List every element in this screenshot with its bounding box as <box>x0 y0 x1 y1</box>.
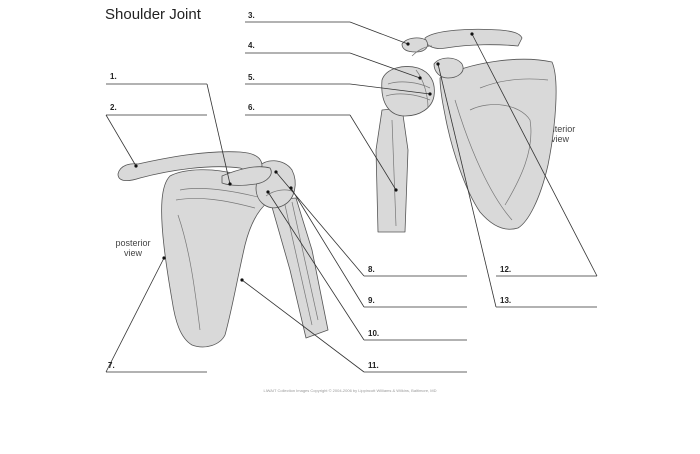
copyright-footer: LiWAIT Collection Images Copyright © 200… <box>263 388 437 393</box>
anterior-lateral-border <box>454 99 513 221</box>
anterior-subscapular-fossa <box>469 104 532 206</box>
anterior-view-label: anterior view <box>535 124 585 144</box>
label-number-1: 1. <box>110 72 117 81</box>
label-number-9: 9. <box>368 296 375 305</box>
leader-line-4 <box>349 52 421 79</box>
posterior-view-illustration <box>117 151 329 348</box>
posterior-scapular-spine <box>179 188 263 199</box>
pointer-dot-1 <box>228 182 232 186</box>
anterior-superior-border <box>479 78 549 89</box>
leader-line-13 <box>437 63 497 308</box>
leader-line-1 <box>206 83 231 185</box>
posterior-humerus-ridge-2 <box>291 201 319 321</box>
pointer-dot-7 <box>162 256 166 260</box>
leader-line-10 <box>267 191 365 341</box>
anterior-acromion <box>401 37 428 53</box>
label-number-3: 3. <box>248 11 255 20</box>
pointer-dot-3 <box>406 42 410 46</box>
pointer-dot-11 <box>240 278 244 282</box>
anterior-joint-capsule <box>415 69 429 109</box>
posterior-view-line-1: posterior <box>115 238 151 248</box>
anterior-clavicle <box>424 28 523 49</box>
posterior-acromion <box>221 166 272 186</box>
anterior-surgical-neck <box>385 93 431 101</box>
leader-line-9 <box>290 187 365 308</box>
posterior-spine-lower-edge <box>175 198 256 209</box>
label-number-8: 8. <box>368 265 375 274</box>
anterior-scapula <box>439 58 557 230</box>
anterior-humerus-ridge <box>391 119 397 227</box>
pointer-dot-5 <box>428 92 432 96</box>
label-number-13: 13. <box>500 296 511 305</box>
label-number-10: 10. <box>368 329 379 338</box>
label-group: 1. 2. 3. 4. 5. 6. <box>105 11 598 373</box>
leader-line-2 <box>105 114 137 167</box>
anterior-coracoid <box>433 57 464 79</box>
leader-line-11 <box>241 279 365 373</box>
label-number-2: 2. <box>110 103 117 112</box>
pointer-dot-10 <box>266 190 270 194</box>
leader-line-12 <box>471 33 598 277</box>
pointer-dot-6 <box>394 188 398 192</box>
label-number-12: 12. <box>500 265 511 274</box>
leader-line-3 <box>349 21 409 45</box>
leader-line-5 <box>349 83 431 95</box>
posterior-view-label: posterior view <box>108 238 158 258</box>
label-number-4: 4. <box>248 41 255 50</box>
pointer-dot-12 <box>470 32 474 36</box>
anterior-coracoacromial-ligament <box>411 45 433 57</box>
label-number-11: 11. <box>368 361 379 370</box>
leader-line-6 <box>349 114 397 191</box>
posterior-scapula-contour <box>177 214 201 331</box>
pointer-dot-13 <box>436 62 440 66</box>
anterior-greater-tubercle <box>387 81 431 89</box>
label-number-6: 6. <box>248 103 255 112</box>
page-title: Shoulder Joint <box>105 6 201 23</box>
pointer-dot-4 <box>418 76 422 80</box>
anterior-view-illustration <box>375 28 557 233</box>
pointer-dot-9 <box>289 186 293 190</box>
pointer-dot-8 <box>274 170 278 174</box>
leader-line-7 <box>105 257 165 373</box>
pointer-dot-2 <box>134 164 138 168</box>
anterior-view-line-2: view <box>550 134 569 144</box>
label-number-7: 7. <box>108 361 115 370</box>
posterior-clavicle <box>117 151 263 182</box>
anterior-view-line-1: anterior <box>544 124 576 134</box>
posterior-view-line-2: view <box>123 248 142 258</box>
label-number-5: 5. <box>248 73 255 82</box>
